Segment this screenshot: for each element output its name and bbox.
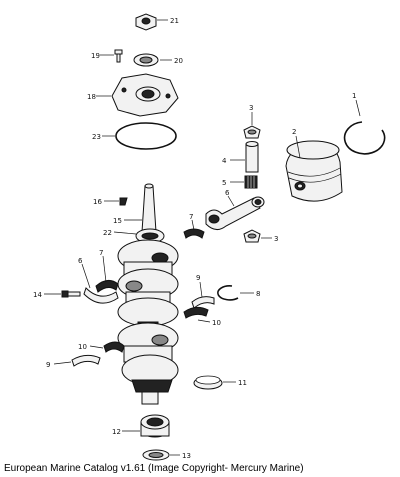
callout-23: 23 bbox=[92, 133, 101, 141]
part-9-bearing-race-left[interactable] bbox=[71, 354, 101, 367]
callout-7b: 7 bbox=[99, 249, 103, 257]
part-20-seal[interactable] bbox=[133, 53, 159, 67]
part-15-crankshaft-stem[interactable] bbox=[141, 183, 157, 233]
callout-6b: 6 bbox=[78, 257, 83, 265]
callout-15: 15 bbox=[113, 217, 122, 225]
callout-10b: 10 bbox=[78, 343, 87, 351]
part-21-nut[interactable] bbox=[135, 13, 157, 31]
part-12-lower-bearing[interactable] bbox=[140, 414, 170, 438]
part-19-screw[interactable] bbox=[114, 49, 123, 63]
callout-18: 18 bbox=[87, 93, 96, 101]
part-2-piston[interactable] bbox=[285, 140, 343, 202]
callout-8: 8 bbox=[256, 290, 260, 298]
callout-21: 21 bbox=[170, 17, 179, 25]
callout-14: 14 bbox=[33, 291, 42, 299]
callout-12: 12 bbox=[112, 428, 121, 436]
callout-13: 13 bbox=[182, 452, 191, 460]
crankshaft-body[interactable] bbox=[117, 239, 179, 405]
callout-22: 22 bbox=[103, 229, 112, 237]
part-13-lower-seal[interactable] bbox=[142, 449, 170, 461]
part-11-ring[interactable] bbox=[193, 375, 223, 390]
part-23-o-ring[interactable] bbox=[115, 122, 177, 150]
callout-10a: 10 bbox=[212, 319, 221, 327]
part-1-piston-ring[interactable] bbox=[343, 121, 386, 155]
part-22-upper-bearing[interactable] bbox=[135, 228, 165, 244]
callout-4: 4 bbox=[222, 157, 227, 165]
callout-3a: 3 bbox=[249, 104, 253, 112]
image-caption: European Marine Catalog v1.61 (Image Cop… bbox=[4, 463, 304, 474]
part-18-housing[interactable] bbox=[111, 73, 179, 117]
part-6-connecting-rod[interactable] bbox=[205, 196, 265, 230]
part-7-bearing-cage-right[interactable] bbox=[183, 228, 205, 239]
callout-5: 5 bbox=[222, 179, 226, 187]
callout-1: 1 bbox=[352, 92, 356, 100]
part-7-bearing-cage-left[interactable] bbox=[95, 280, 119, 293]
callout-6a: 6 bbox=[225, 189, 230, 197]
part-10-roller-bearing-left[interactable] bbox=[103, 341, 125, 353]
callout-19: 19 bbox=[91, 52, 100, 60]
part-9-bearing-race-right[interactable] bbox=[191, 296, 215, 309]
part-10-roller-bearing-right[interactable] bbox=[183, 306, 209, 319]
part-14-cap-screw[interactable] bbox=[61, 290, 81, 298]
callout-2: 2 bbox=[292, 128, 296, 136]
callout-3b: 3 bbox=[274, 235, 278, 243]
callout-9b: 9 bbox=[46, 361, 50, 369]
callout-16: 16 bbox=[93, 198, 102, 206]
part-3-washer-lower[interactable] bbox=[243, 229, 261, 243]
part-4-wrist-pin[interactable] bbox=[245, 141, 259, 173]
part-8-retaining-ring[interactable] bbox=[217, 285, 239, 301]
part-3-washer-upper[interactable] bbox=[243, 125, 261, 139]
part-16-key[interactable] bbox=[119, 197, 128, 206]
callout-11: 11 bbox=[238, 379, 247, 387]
callout-9a: 9 bbox=[196, 274, 200, 282]
part-6-rod-cap-left[interactable] bbox=[83, 287, 119, 304]
callout-7a: 7 bbox=[189, 213, 193, 221]
part-5-needle-bearing[interactable] bbox=[244, 175, 258, 189]
callout-20: 20 bbox=[174, 57, 183, 65]
